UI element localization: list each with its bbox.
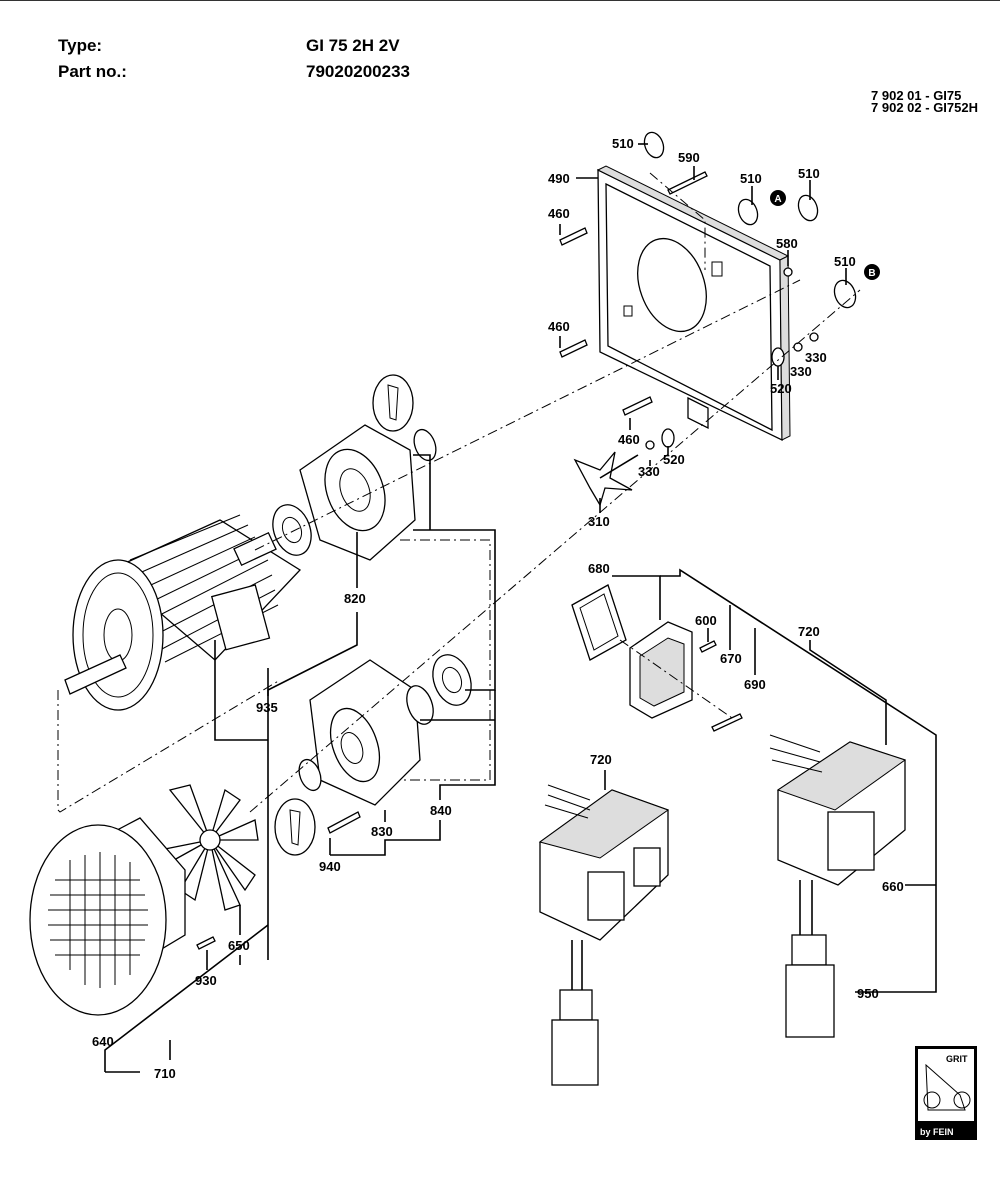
- callout-labels: 510 490 590 510 510 580 510 460 460 330 …: [92, 136, 904, 1081]
- callout-510-mid: 510: [740, 171, 762, 186]
- plug-right: [785, 934, 835, 1038]
- callout-640: 640: [92, 1034, 114, 1049]
- callout-330-right-b: 330: [790, 364, 812, 379]
- o-ring: [406, 685, 434, 725]
- motor-body: [64, 514, 302, 711]
- callout-940: 940: [319, 859, 341, 874]
- star-knob: [573, 451, 639, 507]
- switch-box-right: [769, 734, 907, 935]
- plug-left: [551, 989, 599, 1086]
- leader-lines: [104, 143, 937, 1073]
- callout-720-right: 720: [798, 624, 820, 639]
- bearing-right: [432, 654, 472, 706]
- callout-680: 680: [588, 561, 610, 576]
- end-shield-830: [309, 659, 421, 806]
- callout-710: 710: [154, 1066, 176, 1081]
- detail-bubble-top: [372, 374, 414, 432]
- callout-720-left: 720: [590, 752, 612, 767]
- fan: [159, 784, 259, 911]
- callout-330-right-a: 330: [805, 350, 827, 365]
- callout-650: 650: [228, 938, 250, 953]
- assembly-axes: [57, 172, 861, 813]
- callout-690: 690: [744, 677, 766, 692]
- callout-490: 490: [548, 171, 570, 186]
- gasket: [571, 584, 627, 661]
- callout-460-bottom: 460: [618, 432, 640, 447]
- callout-330-bottom: 330: [638, 464, 660, 479]
- callout-820: 820: [344, 591, 366, 606]
- type-label: Type:: [58, 36, 103, 55]
- callout-520-right: 520: [770, 381, 792, 396]
- callout-520-bottom: 520: [663, 452, 685, 467]
- callout-670: 670: [720, 651, 742, 666]
- marker-b: B: [864, 264, 880, 280]
- logo-bottom-text: by FEIN: [920, 1127, 954, 1137]
- terminal-box: [629, 621, 693, 719]
- end-shield-820: [299, 424, 416, 561]
- svg-text:B: B: [868, 268, 875, 279]
- mounting-plate: [596, 165, 791, 442]
- callout-460-top: 460: [548, 206, 570, 221]
- callout-510-b: 510: [834, 254, 856, 269]
- wave-washer-bottom: [298, 758, 322, 792]
- callout-935: 935: [256, 700, 278, 715]
- callout-830: 830: [371, 824, 393, 839]
- callout-510-right: 510: [798, 166, 820, 181]
- part-number-value: 79020200233: [306, 62, 411, 81]
- callout-510-top: 510: [612, 136, 634, 151]
- callout-840: 840: [430, 803, 452, 818]
- logo-top-text: GRIT: [946, 1054, 968, 1064]
- callout-660: 660: [882, 879, 904, 894]
- bearing-left: [272, 504, 312, 556]
- reference-line-1: 7 902 01 - GI75: [871, 88, 962, 103]
- callout-580: 580: [776, 236, 798, 251]
- type-value: GI 75 2H 2V: [306, 36, 400, 55]
- callout-310: 310: [588, 514, 610, 529]
- callout-460-mid: 460: [548, 319, 570, 334]
- callout-600: 600: [695, 613, 717, 628]
- screws: [196, 171, 743, 950]
- switch-box-left: [538, 784, 670, 990]
- callout-950: 950: [857, 986, 879, 1001]
- detail-bubble-bottom: [274, 798, 316, 856]
- wave-washer-top: [413, 428, 437, 462]
- fan-cover: [29, 817, 186, 1016]
- reference-codes: 7 902 01 - GI75 7 902 02 - GI752H: [871, 88, 978, 115]
- part-number-label: Part no.:: [58, 62, 127, 81]
- top-rule: [0, 0, 1000, 1]
- grit-fein-logo: GRIT by FEIN: [915, 1046, 977, 1140]
- reference-line-2: 7 902 02 - GI752H: [871, 100, 978, 115]
- callout-930: 930: [195, 973, 217, 988]
- svg-text:A: A: [774, 194, 781, 205]
- callout-590: 590: [678, 150, 700, 165]
- marker-a: A: [770, 190, 786, 206]
